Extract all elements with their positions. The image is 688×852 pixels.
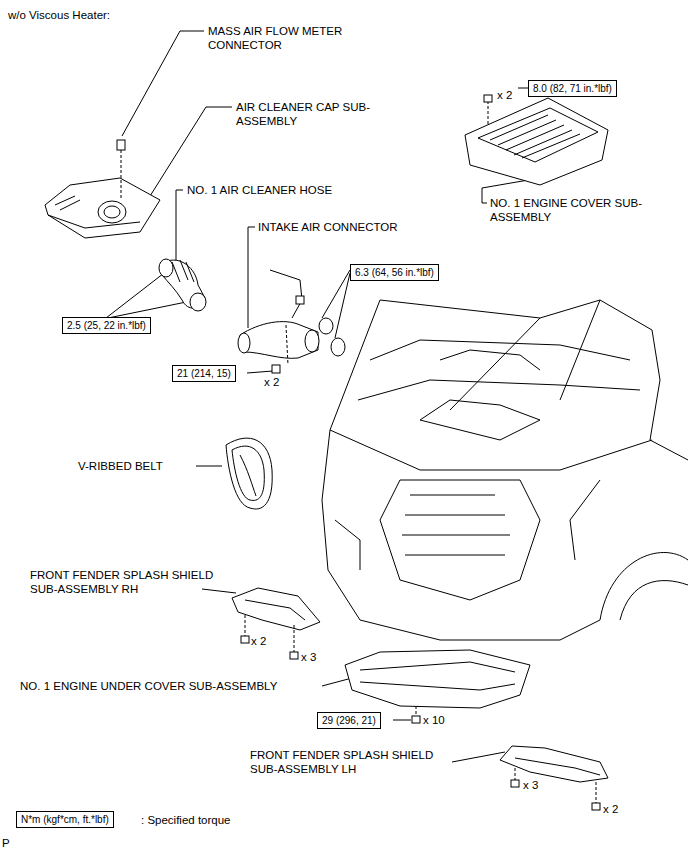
part-name: FRONT FENDER SPLASH SHIELD SUB-ASSEMBLY …	[250, 748, 455, 776]
leader-line	[518, 88, 528, 89]
intake-air-connector	[238, 270, 345, 373]
part-name: V-RIBBED BELT	[78, 459, 163, 473]
legend-text: : Specified torque	[141, 813, 231, 827]
air-cleaner-cap	[45, 140, 160, 238]
legend-box: N*m (kgf*cm, ft.*lbf)	[16, 811, 114, 828]
leader-line	[108, 300, 196, 318]
torque-box: 2.5 (25, 22 in.*lbf)	[62, 317, 151, 334]
quantity: x 2	[264, 375, 279, 389]
part-name: INTAKE AIR CONNECTOR	[258, 220, 398, 234]
leader-line	[176, 190, 183, 262]
torque-box: 8.0 (82, 71 in.*lbf)	[528, 80, 617, 97]
quantity: x 3	[301, 650, 316, 664]
torque-value: 2.5 (25, 22 in.*lbf)	[67, 320, 146, 331]
part-name: NO. 1 ENGINE COVER SUB-ASSEMBLY	[490, 196, 660, 224]
torque-value: 6.3 (64, 56 in.*lbf)	[355, 267, 434, 278]
torque-box: 6.3 (64, 56 in.*lbf)	[350, 264, 439, 281]
quantity: x 10	[423, 713, 445, 727]
part-name: AIR CLEANER CAP SUB-ASSEMBLY	[236, 100, 386, 128]
engine-cover	[465, 95, 608, 185]
splash-shield-lh	[500, 746, 608, 810]
leader-line	[452, 752, 505, 762]
part-name: NO. 1 ENGINE UNDER COVER SUB-ASSEMBLY	[20, 679, 277, 693]
leader-line	[122, 31, 204, 136]
torque-value: 21 (214, 15)	[177, 368, 231, 379]
torque-value: 29 (296, 21)	[322, 715, 376, 726]
quantity: x 2	[251, 634, 266, 648]
air-cleaner-hose	[159, 259, 206, 311]
torque-value: 8.0 (82, 71 in.*lbf)	[533, 83, 612, 94]
part-name: MASS AIR FLOW METER CONNECTOR	[208, 24, 378, 52]
vehicle-front	[322, 300, 688, 640]
v-ribbed-belt	[226, 438, 272, 509]
leader-line	[393, 720, 411, 721]
quantity: x 2	[497, 88, 512, 102]
quantity: x 2	[603, 802, 618, 816]
leader-line	[248, 227, 255, 328]
torque-value: N*m (kgf*cm, ft.*lbf)	[21, 814, 109, 825]
leader-line	[247, 371, 273, 373]
torque-box: 29 (296, 21)	[317, 712, 381, 729]
figure-code: P	[2, 836, 10, 850]
torque-box: 21 (214, 15)	[172, 365, 236, 382]
leader-line	[322, 270, 350, 318]
leader-line	[106, 270, 168, 318]
leader-line	[196, 466, 222, 467]
condition-note: w/o Viscous Heater:	[8, 8, 110, 22]
splash-shield-rh	[232, 588, 320, 659]
part-name: NO. 1 AIR CLEANER HOSE	[187, 183, 332, 197]
quantity: x 3	[523, 778, 538, 792]
part-name: FRONT FENDER SPLASH SHIELD SUB-ASSEMBLY …	[30, 568, 230, 596]
leader-line	[322, 678, 352, 686]
leader-line	[335, 273, 350, 338]
leader-line	[202, 589, 236, 593]
